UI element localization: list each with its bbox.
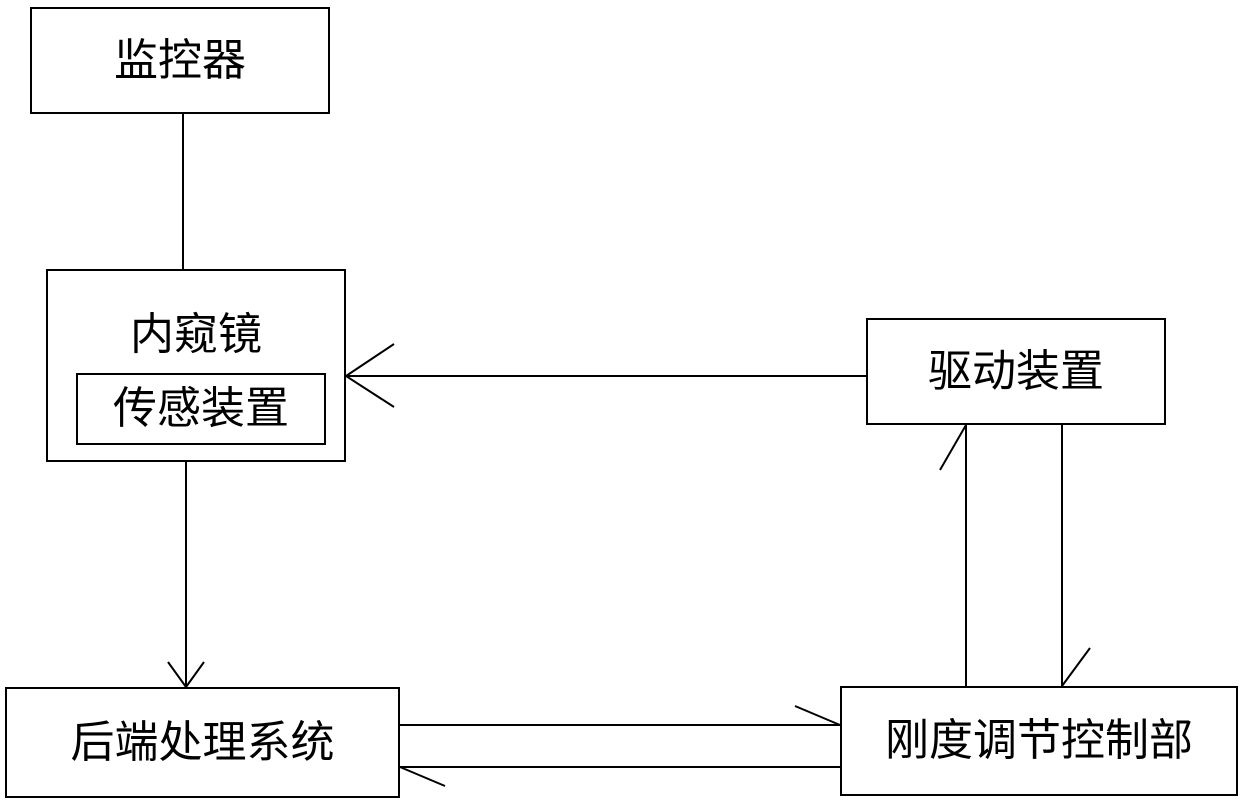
backend-label: 后端处理系统 [71,721,335,765]
sensor-node: 传感装置 [76,373,326,445]
endoscope-label: 内窥镜 [48,313,344,357]
stiffness-label: 刚度调节控制部 [885,719,1193,763]
stiffness-node: 刚度调节控制部 [840,686,1238,796]
monitor-label: 监控器 [114,39,246,83]
drive-label: 驱动装置 [928,350,1104,394]
sensor-label: 传感装置 [113,387,289,431]
endoscope-node: 内窥镜 传感装置 [46,269,346,462]
backend-node: 后端处理系统 [5,687,400,798]
drive-node: 驱动装置 [866,318,1166,425]
arrowhead-stiffness-backend [400,767,445,786]
arrowhead-stiffness-drive [940,425,966,470]
arrowhead-drive-stiffness [1062,648,1090,686]
arrowhead-backend-stiffness [795,706,840,725]
monitor-node: 监控器 [30,7,330,114]
